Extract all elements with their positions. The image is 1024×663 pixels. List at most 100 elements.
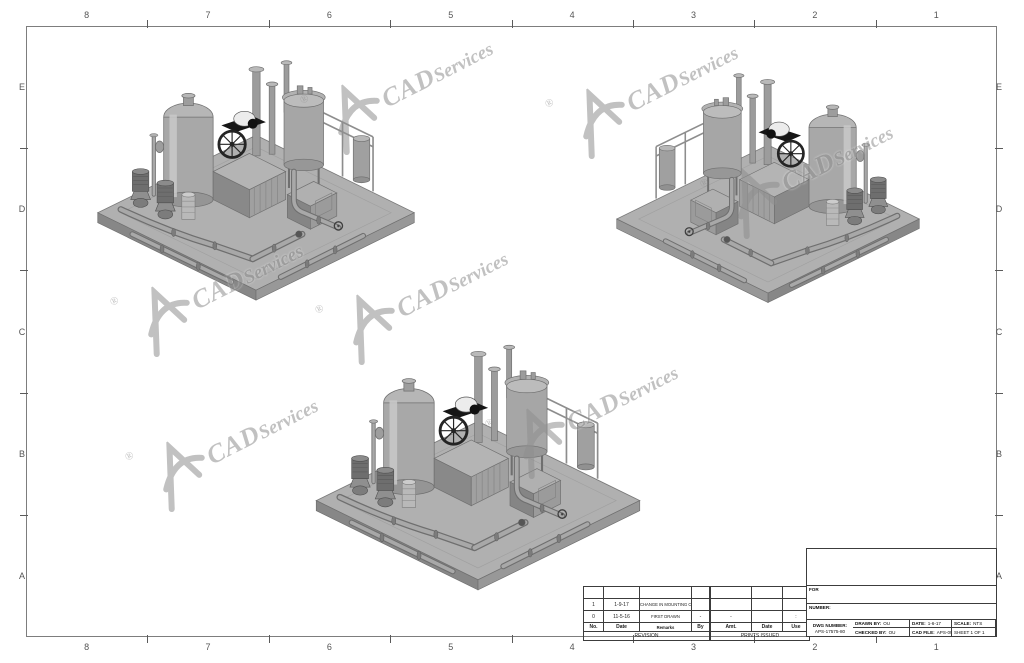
zone-label: 1 [933, 642, 939, 652]
zone-tick [754, 20, 755, 28]
revision-date: 1-9-17 [603, 598, 640, 611]
zone-tick [390, 635, 391, 643]
prints-date [751, 610, 783, 623]
zone-label: 7 [205, 642, 211, 652]
zone-label: D [18, 204, 26, 215]
revision-date: 11-5-16 [603, 610, 640, 623]
zone-tick [633, 20, 634, 28]
zone-label: B [995, 448, 1002, 459]
col-header-date: Date [751, 622, 783, 632]
zone-tick [269, 20, 270, 28]
title-block: FOR NUMBER: DRAWN BY: OU DATE: 1-6-17 SC… [806, 548, 997, 637]
title-block-number-row: NUMBER: [807, 604, 996, 620]
zone-tick [876, 20, 877, 28]
zone-label: 1 [933, 10, 939, 20]
zone-label: 8 [84, 10, 90, 20]
zone-label: 4 [569, 10, 575, 20]
title-block-grid: DRAWN BY: OU DATE: 1-6-17 SCALE: NTS DWG… [807, 620, 996, 636]
prints-footer-row: PRINTS ISSUED [710, 631, 810, 641]
sheet-border [26, 26, 997, 637]
zone-label: 6 [326, 642, 332, 652]
zone-tick [876, 635, 877, 643]
zone-numbers-bottom: 8 7 6 5 4 3 2 1 [26, 641, 997, 653]
zone-tick [995, 270, 1003, 271]
prints-issued-table: - : Amt. Date Use PRINTS ISSUED [710, 586, 810, 641]
zone-letters-right: E D C B A [993, 26, 1005, 637]
zone-letters-left: E D C B A [16, 26, 28, 637]
revision-by: - [691, 610, 710, 623]
revision-no [583, 586, 604, 599]
revision-row [583, 586, 710, 599]
col-header-remarks: Remarks [639, 622, 692, 632]
revision-date [603, 586, 640, 599]
revision-by [691, 598, 710, 611]
zone-tick [20, 515, 28, 516]
prints-header-row: Amt. Date Use [710, 622, 810, 632]
zone-label: C [18, 326, 26, 337]
title-block-logo-area [807, 549, 996, 586]
zone-tick [147, 20, 148, 28]
zone-label: 4 [569, 642, 575, 652]
revision-row: 0 11-5-16 FIRST DRAWN - [583, 610, 710, 623]
drawn-by-cell: DRAWN BY: OU [853, 620, 910, 628]
date-cell: DATE: 1-6-17 [910, 620, 952, 628]
sheet-of-cell: SHEET 1 OF 1 [952, 628, 996, 636]
zone-label: 3 [691, 10, 697, 20]
revision-no: 1 [583, 598, 604, 611]
revision-footer-row: REVISION [583, 631, 710, 641]
col-header-no: No. [583, 622, 604, 632]
zone-label: C [995, 326, 1003, 337]
prints-amt: - [710, 610, 752, 623]
revision-by [691, 586, 710, 599]
prints-row [710, 586, 810, 599]
zone-tick [20, 393, 28, 394]
for-label: FOR [809, 587, 819, 592]
zone-label: E [995, 82, 1002, 93]
checked-by-cell: CHECKED BY: OU [853, 628, 910, 636]
zone-tick [995, 393, 1003, 394]
prints-footer-label: PRINTS ISSUED [710, 631, 810, 641]
zone-tick [269, 635, 270, 643]
zone-tick [20, 270, 28, 271]
col-header-by: By [691, 622, 710, 632]
isometric-view-top-left [98, 61, 415, 300]
revision-no: 0 [583, 610, 604, 623]
zone-tick [512, 20, 513, 28]
revision-remarks: FIRST DRAWN [639, 610, 692, 623]
dwg-number-cell: DWG NUMBER: APS-17575-80 [812, 622, 848, 634]
zone-label: A [995, 570, 1002, 581]
scale-cell: SCALE: NTS [952, 620, 996, 628]
prints-row [710, 598, 810, 611]
zone-label: 5 [448, 642, 454, 652]
zone-label: 2 [812, 10, 818, 20]
zone-tick [995, 515, 1003, 516]
zone-label: 7 [205, 10, 211, 20]
zone-label: A [18, 570, 25, 581]
col-header-amt: Amt. [710, 622, 752, 632]
zone-label: 8 [84, 642, 90, 652]
revision-table: 1 1-9-17 CHANGE IN MOUNTING CENTERS 0 11… [583, 586, 710, 641]
zone-label: 6 [326, 10, 332, 20]
number-label: NUMBER: [809, 605, 831, 610]
zone-label: B [18, 448, 25, 459]
title-block-for-row: FOR [807, 586, 996, 604]
zone-label: 3 [691, 642, 697, 652]
zone-tick [512, 635, 513, 643]
isometric-view-top-right [617, 74, 920, 303]
zone-label: D [995, 204, 1003, 215]
zone-label: E [18, 82, 25, 93]
prints-date [751, 598, 783, 611]
zone-tick [390, 20, 391, 28]
revision-footer-label: REVISION [583, 631, 710, 641]
isometric-view-bottom-center [316, 345, 639, 590]
prints-amt [710, 598, 752, 611]
cad-file-cell: CAD FILE: APS-09091205 [912, 628, 952, 636]
prints-row: - : [710, 610, 810, 623]
zone-label: 2 [812, 642, 818, 652]
col-header-date: Date [603, 622, 640, 632]
revision-row: 1 1-9-17 CHANGE IN MOUNTING CENTERS [583, 598, 710, 611]
zone-tick [147, 635, 148, 643]
revision-remarks [639, 586, 692, 599]
prints-date [751, 586, 783, 599]
